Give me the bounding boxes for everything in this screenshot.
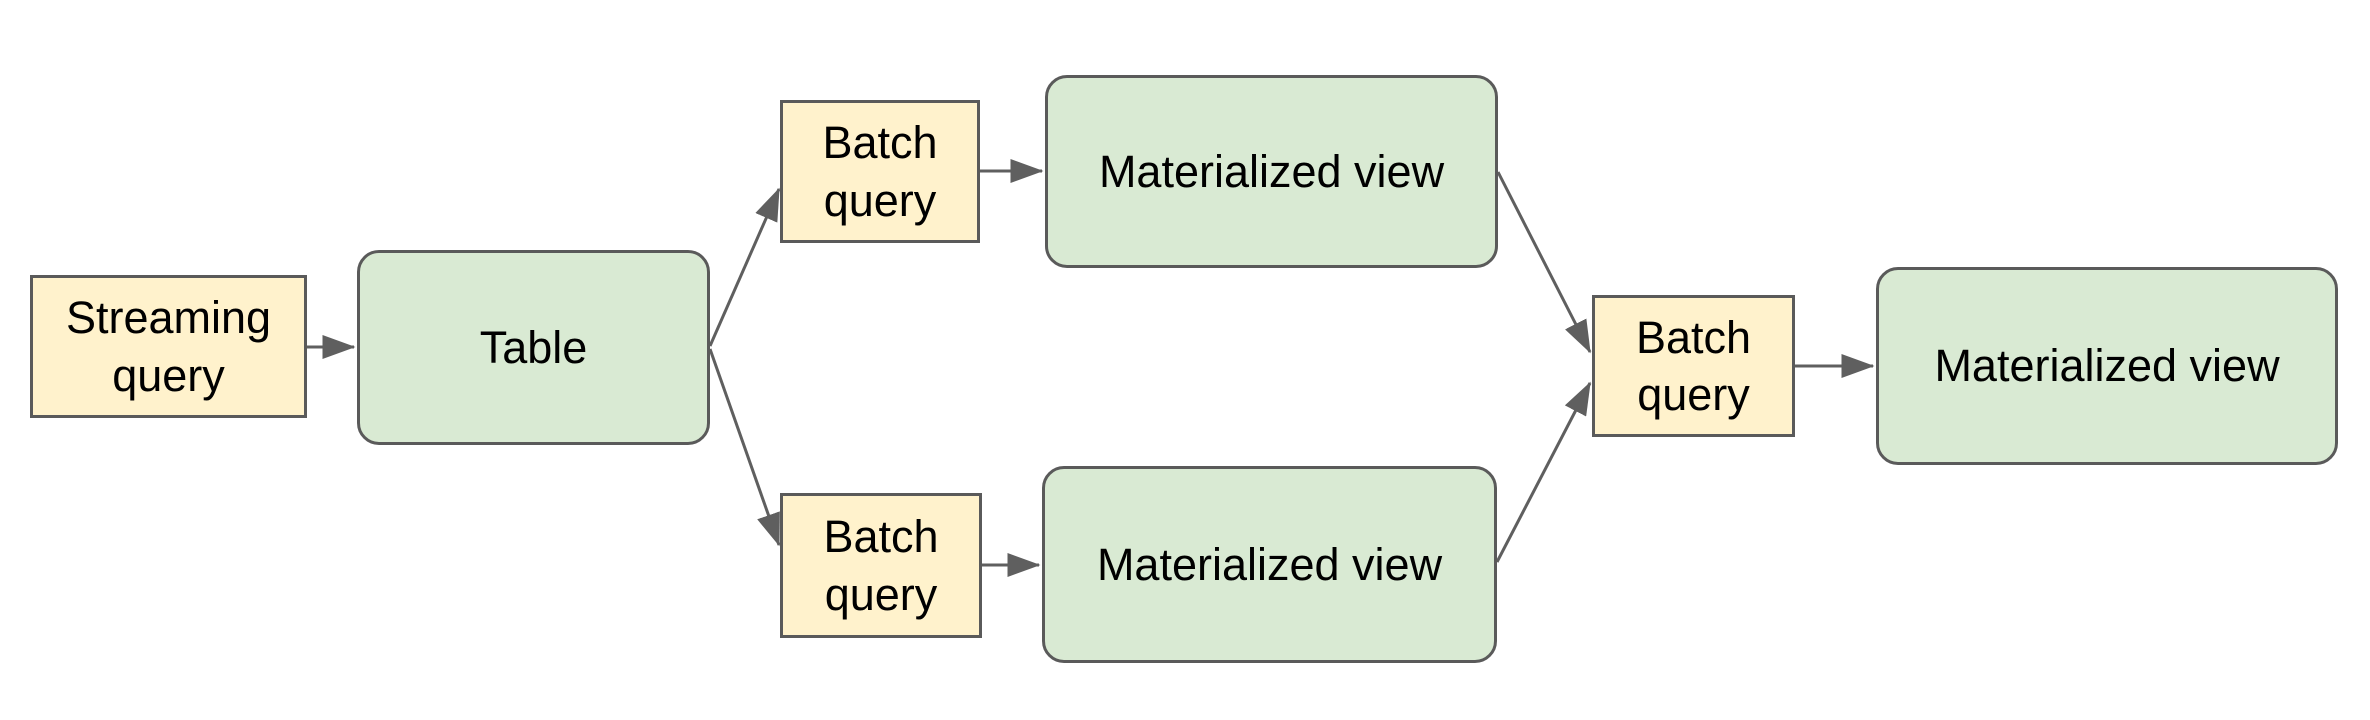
arrow-mv-top-to-batch-query-right [1496,171,1592,354]
node-batch-query-right: Batch query [1592,295,1795,437]
node-materialized-view-bottom-label: Materialized view [1096,538,1443,590]
node-materialized-view-top-label: Materialized view [1098,145,1445,197]
node-batch-query-bottom-label: Batch query [823,511,939,620]
node-streaming-query-label: Streaming query [65,292,272,401]
node-materialized-view-right: Materialized view [1876,267,2338,465]
arrow-table-to-batch-query-bottom [708,348,781,547]
node-batch-query-top: Batch query [780,100,980,243]
node-streaming-query: Streaming query [30,275,307,418]
node-table: Table [357,250,710,445]
node-batch-query-top-label: Batch query [822,117,938,226]
node-materialized-view-bottom: Materialized view [1042,466,1497,663]
arrow-table-to-batch-query-top [708,187,781,347]
node-materialized-view-right-label: Materialized view [1934,340,2280,392]
node-batch-query-bottom: Batch query [780,493,982,638]
node-batch-query-right-label: Batch query [1635,311,1752,420]
node-table-label: Table [479,321,588,373]
arrow-mv-bottom-to-batch-query-right [1495,381,1592,563]
node-materialized-view-top: Materialized view [1045,75,1498,268]
